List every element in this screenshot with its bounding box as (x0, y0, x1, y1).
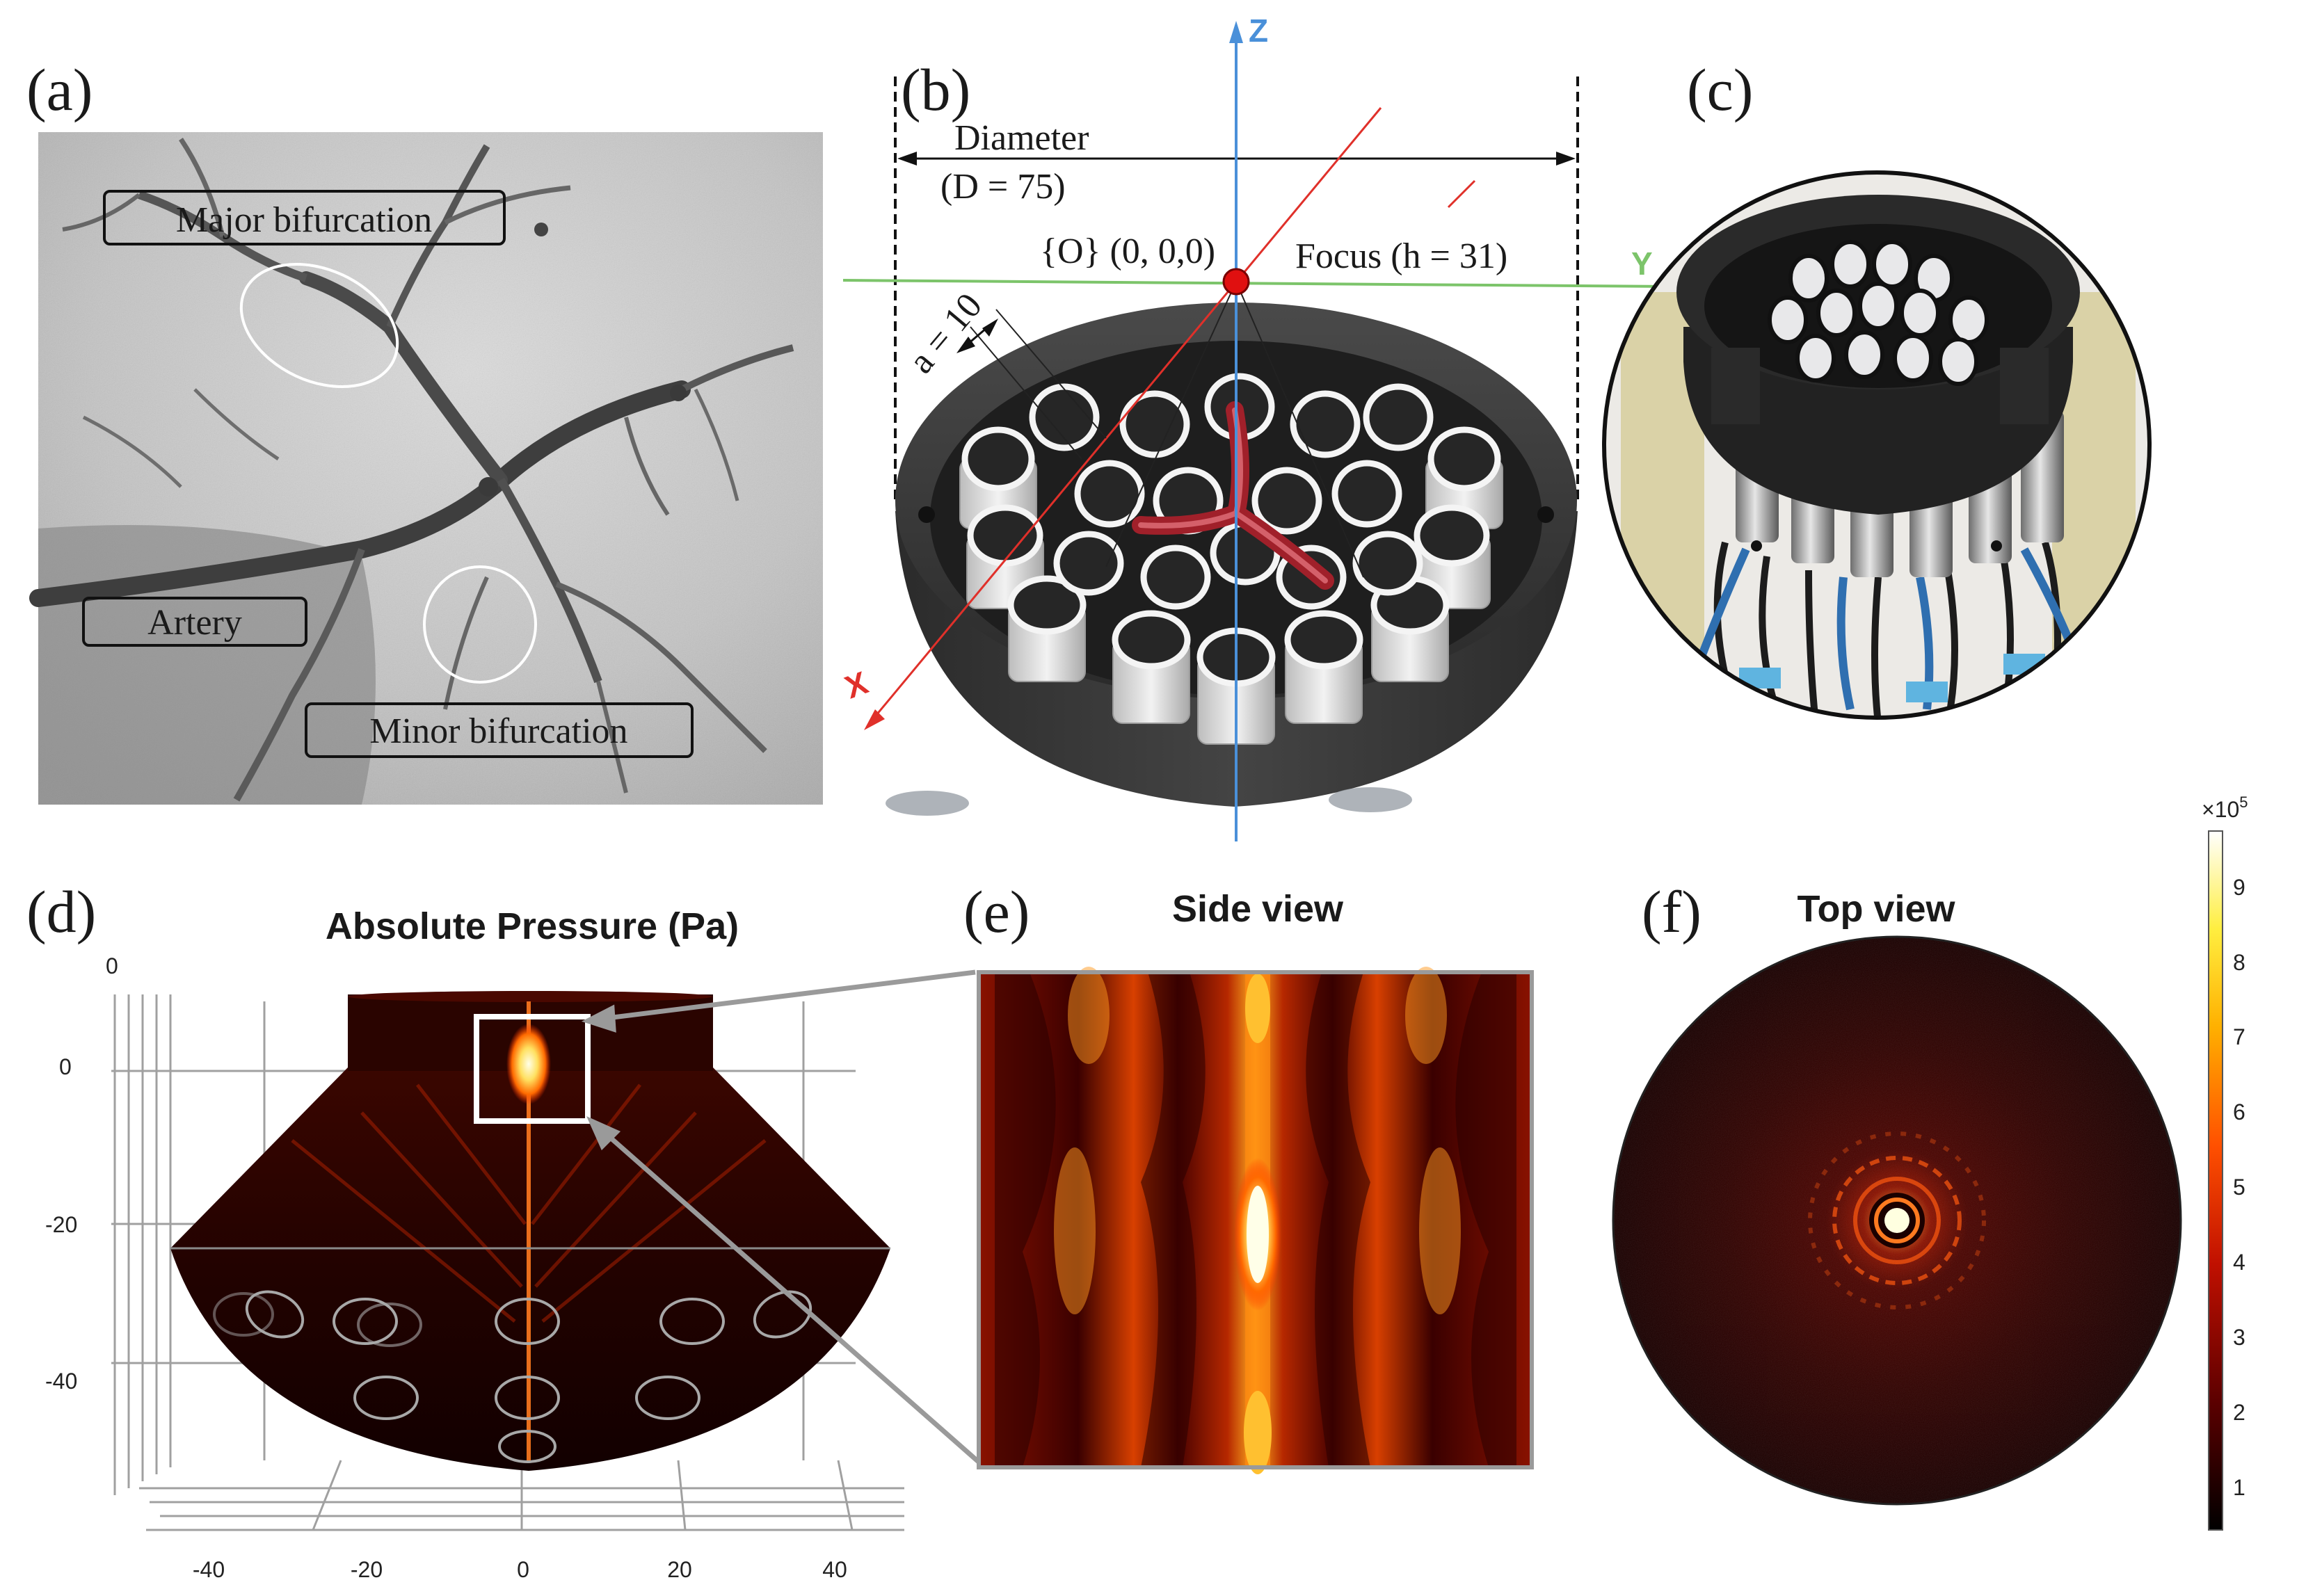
x-axis (868, 107, 1382, 724)
panel-a: (a) (26, 56, 823, 805)
colorbar-exponent: ×105 (2202, 793, 2248, 822)
label-artery: Artery (82, 597, 307, 647)
panel-e-letter: (e) (963, 878, 1030, 945)
z-tick-minus-40: -40 (45, 1369, 77, 1394)
panel-c: (c) (1602, 56, 2152, 720)
colorbar-tick-3: 3 (2233, 1325, 2245, 1350)
y-axis (842, 279, 1670, 288)
major-bifurcation-circle (239, 263, 399, 388)
panel-f-letter: (f) (1642, 878, 1702, 945)
svg-text:Artery: Artery (147, 603, 242, 643)
x-tick-minus-40: -40 (193, 1557, 225, 1582)
diameter-value: (D = 75) (940, 167, 1066, 207)
aperture-dimension (956, 309, 1107, 460)
svg-text:Major bifurcation: Major bifurcation (176, 200, 432, 240)
panel-e-title: Side view (1172, 888, 1344, 930)
panel-b: (b) Diameter (D = 75) (840, 13, 1683, 841)
z-tick-minus-20: -20 (45, 1212, 77, 1237)
panel-d-letter: (d) (26, 878, 96, 945)
colorbar-tick-4: 4 (2233, 1250, 2245, 1275)
colorbar-tick-5: 5 (2233, 1175, 2245, 1200)
focus-label: Focus (h = 31) (1295, 236, 1507, 276)
x-tick-20: 20 (667, 1557, 692, 1582)
z-tick-0: 0 (59, 1054, 72, 1079)
panel-f: (f) Top view (1612, 878, 2182, 1506)
y-axis-label: Y (1631, 245, 1653, 282)
colorbar-tick-7: 7 (2233, 1024, 2245, 1049)
x-axis-label: X (840, 664, 873, 705)
panel-f-title: Top view (1797, 888, 1955, 930)
svg-text:Minor bifurcation: Minor bifurcation (369, 711, 627, 751)
label-major-bifurcation: Major bifurcation (103, 190, 506, 245)
colorbar-tick-9: 9 (2233, 875, 2245, 900)
label-minor-bifurcation: Minor bifurcation (305, 702, 694, 758)
colorbar-tick-6: 6 (2233, 1099, 2245, 1125)
origin-label: {O} (0, 0,0) (1040, 232, 1215, 271)
pressure-field-3d (170, 991, 890, 1471)
focus-point (1222, 268, 1250, 296)
z-tick-0-top: 0 (106, 953, 118, 978)
colorbar: ×105 9 8 7 6 5 4 3 2 1 (2202, 793, 2248, 1531)
zoom-connectors (581, 969, 983, 1466)
z-axis-label: Z (1249, 13, 1268, 49)
minor-bifurcation-circle (423, 565, 537, 684)
panel-e: (e) Side view (963, 878, 1534, 1474)
colorbar-tick-2: 2 (2233, 1400, 2245, 1425)
x-tick-40: 40 (822, 1557, 847, 1582)
x-tick-0: 0 (517, 1557, 529, 1582)
panel-a-letter: (a) (26, 56, 93, 123)
top-view-heatmap (1613, 937, 2181, 1504)
panel-d-title: Absolute Pressure (Pa) (326, 905, 739, 947)
transducer-photo (1604, 172, 2149, 718)
colorbar-tick-8: 8 (2233, 950, 2245, 975)
panel-d: (d) Absolute Pressure (Pa) (26, 878, 983, 1582)
diameter-label: Diameter (954, 118, 1089, 158)
panel-c-letter: (c) (1687, 56, 1753, 123)
colorbar-tick-1: 1 (2233, 1475, 2245, 1500)
x-tick-minus-20: -20 (351, 1557, 383, 1582)
panel-b-letter: (b) (901, 56, 970, 123)
side-view-heatmap (977, 967, 1534, 1474)
